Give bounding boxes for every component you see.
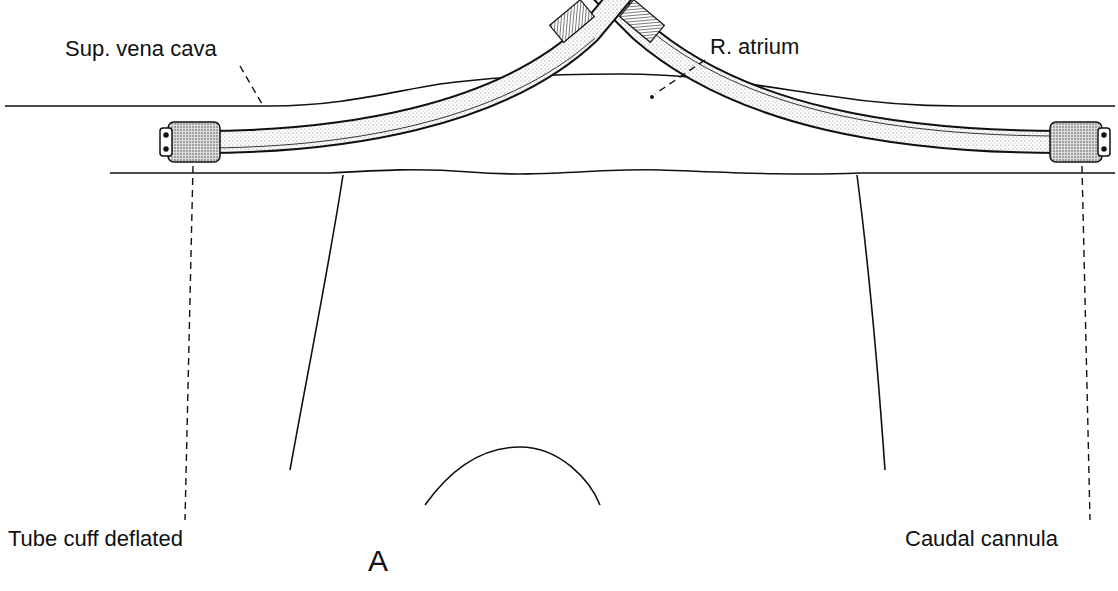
cannula-tubes (200, 0, 1062, 148)
panel-letter: A (368, 546, 388, 576)
vessel-label: Sup. vena cava (65, 38, 217, 60)
cannula-tips (160, 122, 1110, 162)
leader-lines (185, 60, 1090, 520)
part-label: Caudal cannula (905, 528, 1058, 550)
part-label: Tube cuff deflated (8, 528, 183, 550)
chamber-label: R. atrium (710, 36, 799, 58)
